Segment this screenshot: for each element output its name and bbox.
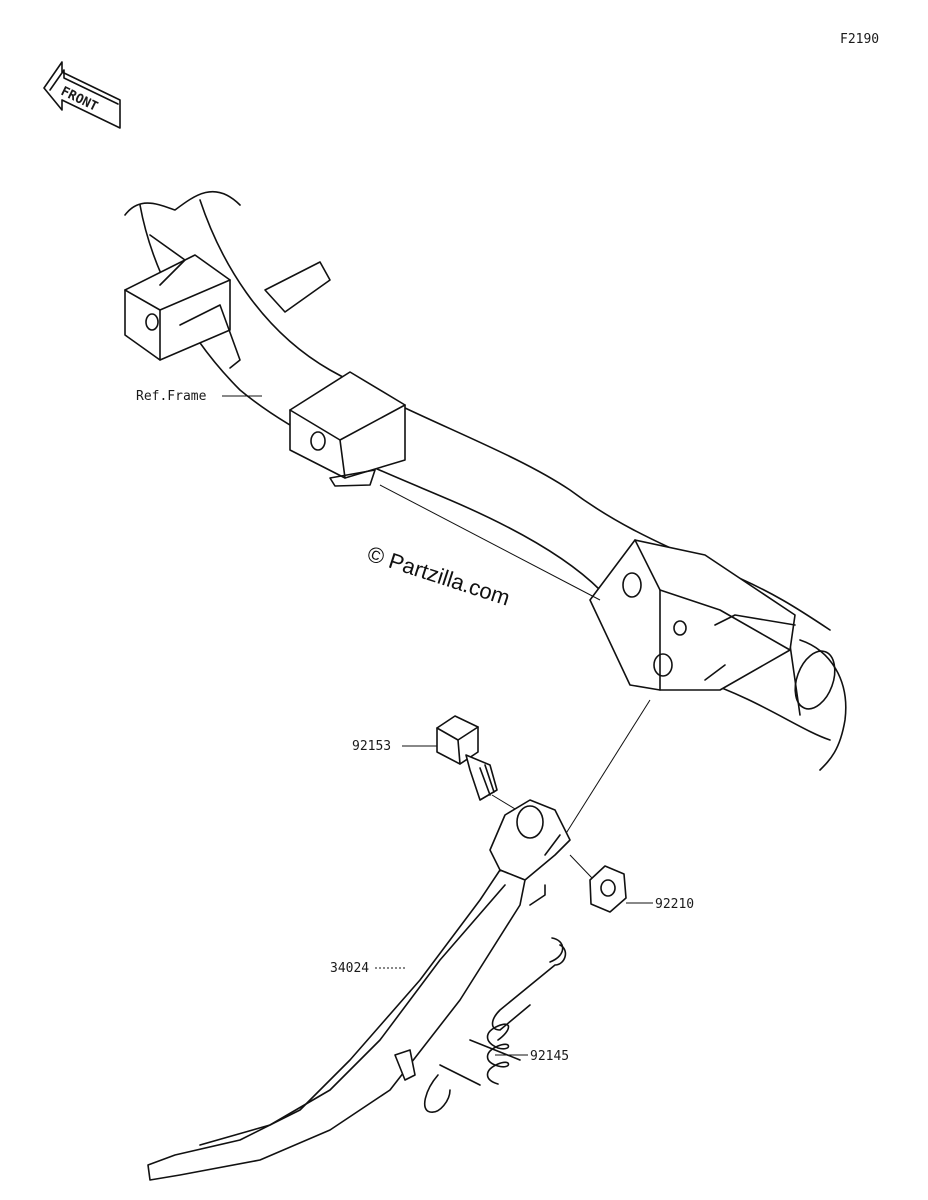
label-92153: 92153 <box>352 739 391 754</box>
label-92210: 92210 <box>655 897 694 912</box>
nut-92210 <box>589 865 627 913</box>
side-stand-34024 <box>147 799 571 1181</box>
leader-mount <box>564 699 651 836</box>
label-34024: 34024 <box>330 961 369 976</box>
label-ref-frame: Ref.Frame <box>136 389 207 404</box>
front-arrow-icon: FRONT <box>43 61 121 129</box>
spring-92145 <box>423 937 567 1113</box>
frame-drawing <box>124 190 847 771</box>
watermark: © Partzilla.com <box>364 541 513 611</box>
leader-nut-axis <box>569 854 593 879</box>
figure-code: F2190 <box>840 32 879 47</box>
leader-frame-axis <box>379 484 601 601</box>
label-92145: 92145 <box>530 1049 569 1064</box>
bolt-92153 <box>436 715 498 801</box>
